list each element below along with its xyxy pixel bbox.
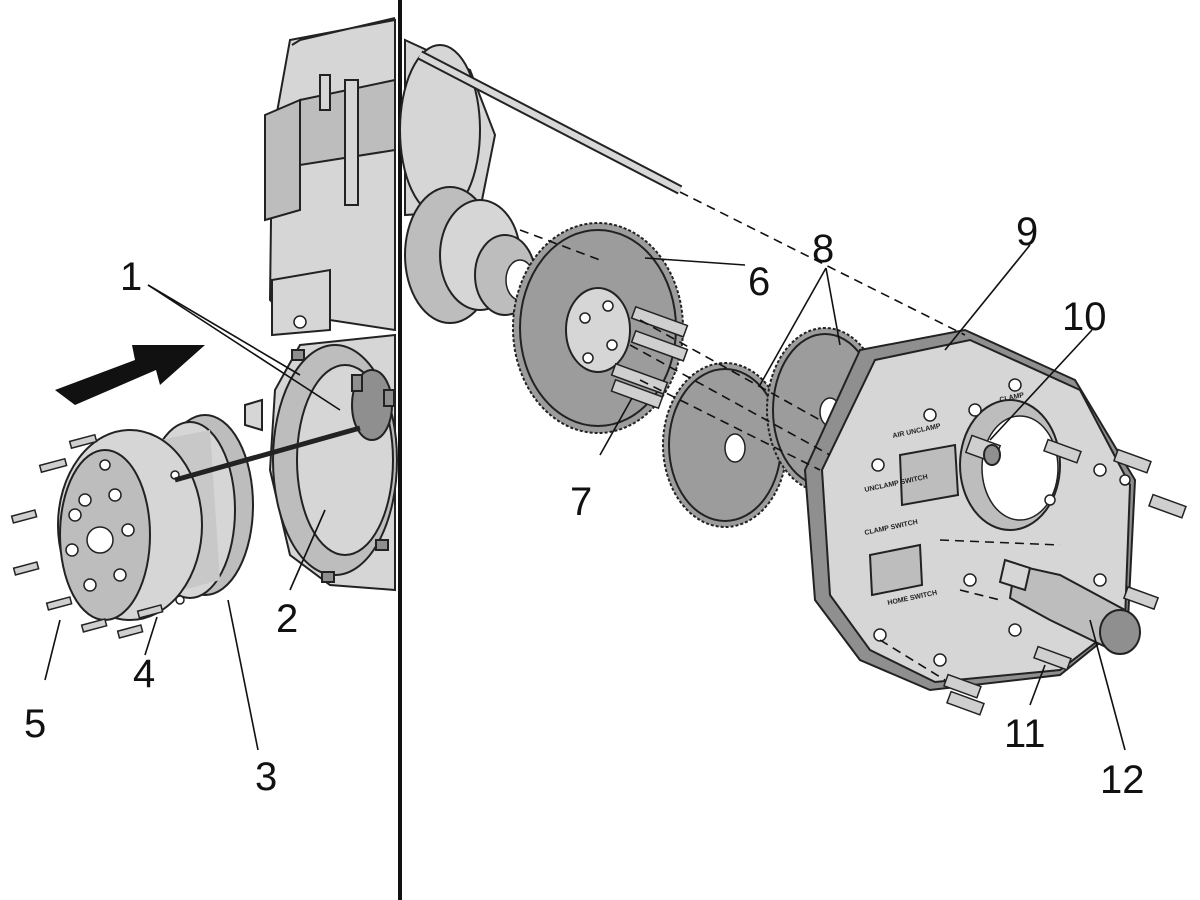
bolts-part-11 xyxy=(943,438,1187,716)
spindle-hub xyxy=(404,186,536,324)
callout-1: 1 xyxy=(120,255,142,299)
callouts: 1 2 3 4 5 6 7 8 9 10 11 12 xyxy=(24,210,1145,802)
bolts-part-5 xyxy=(10,433,164,639)
right-panel: AIR UNCLAMP UNCLAMP SWITCH CLAMP SWITCH … xyxy=(399,38,1187,751)
leaders-left xyxy=(44,284,341,751)
left-panel xyxy=(10,17,398,751)
callout-9: 9 xyxy=(1016,210,1038,254)
callout-2: 2 xyxy=(276,597,298,641)
callout-12: 12 xyxy=(1100,758,1145,802)
valve-part-12 xyxy=(998,558,1141,655)
callout-10: 10 xyxy=(1062,295,1107,339)
alignment-lines xyxy=(519,191,1061,681)
insertion-arrow xyxy=(55,345,205,405)
callout-6: 6 xyxy=(748,260,770,304)
callout-5: 5 xyxy=(24,702,46,746)
machine-housing xyxy=(244,17,396,432)
callout-4: 4 xyxy=(133,652,155,696)
chuck-assembly xyxy=(57,414,361,621)
fitting-part-10 xyxy=(964,434,1002,466)
spindle-flange xyxy=(268,333,398,592)
callout-7: 7 xyxy=(570,480,592,524)
drive-motor xyxy=(399,38,683,217)
callout-3: 3 xyxy=(255,755,277,799)
callout-8: 8 xyxy=(812,227,834,271)
bolts-part-7 xyxy=(610,305,689,410)
callout-11: 11 xyxy=(1004,712,1046,756)
leaders-right xyxy=(599,244,1126,751)
